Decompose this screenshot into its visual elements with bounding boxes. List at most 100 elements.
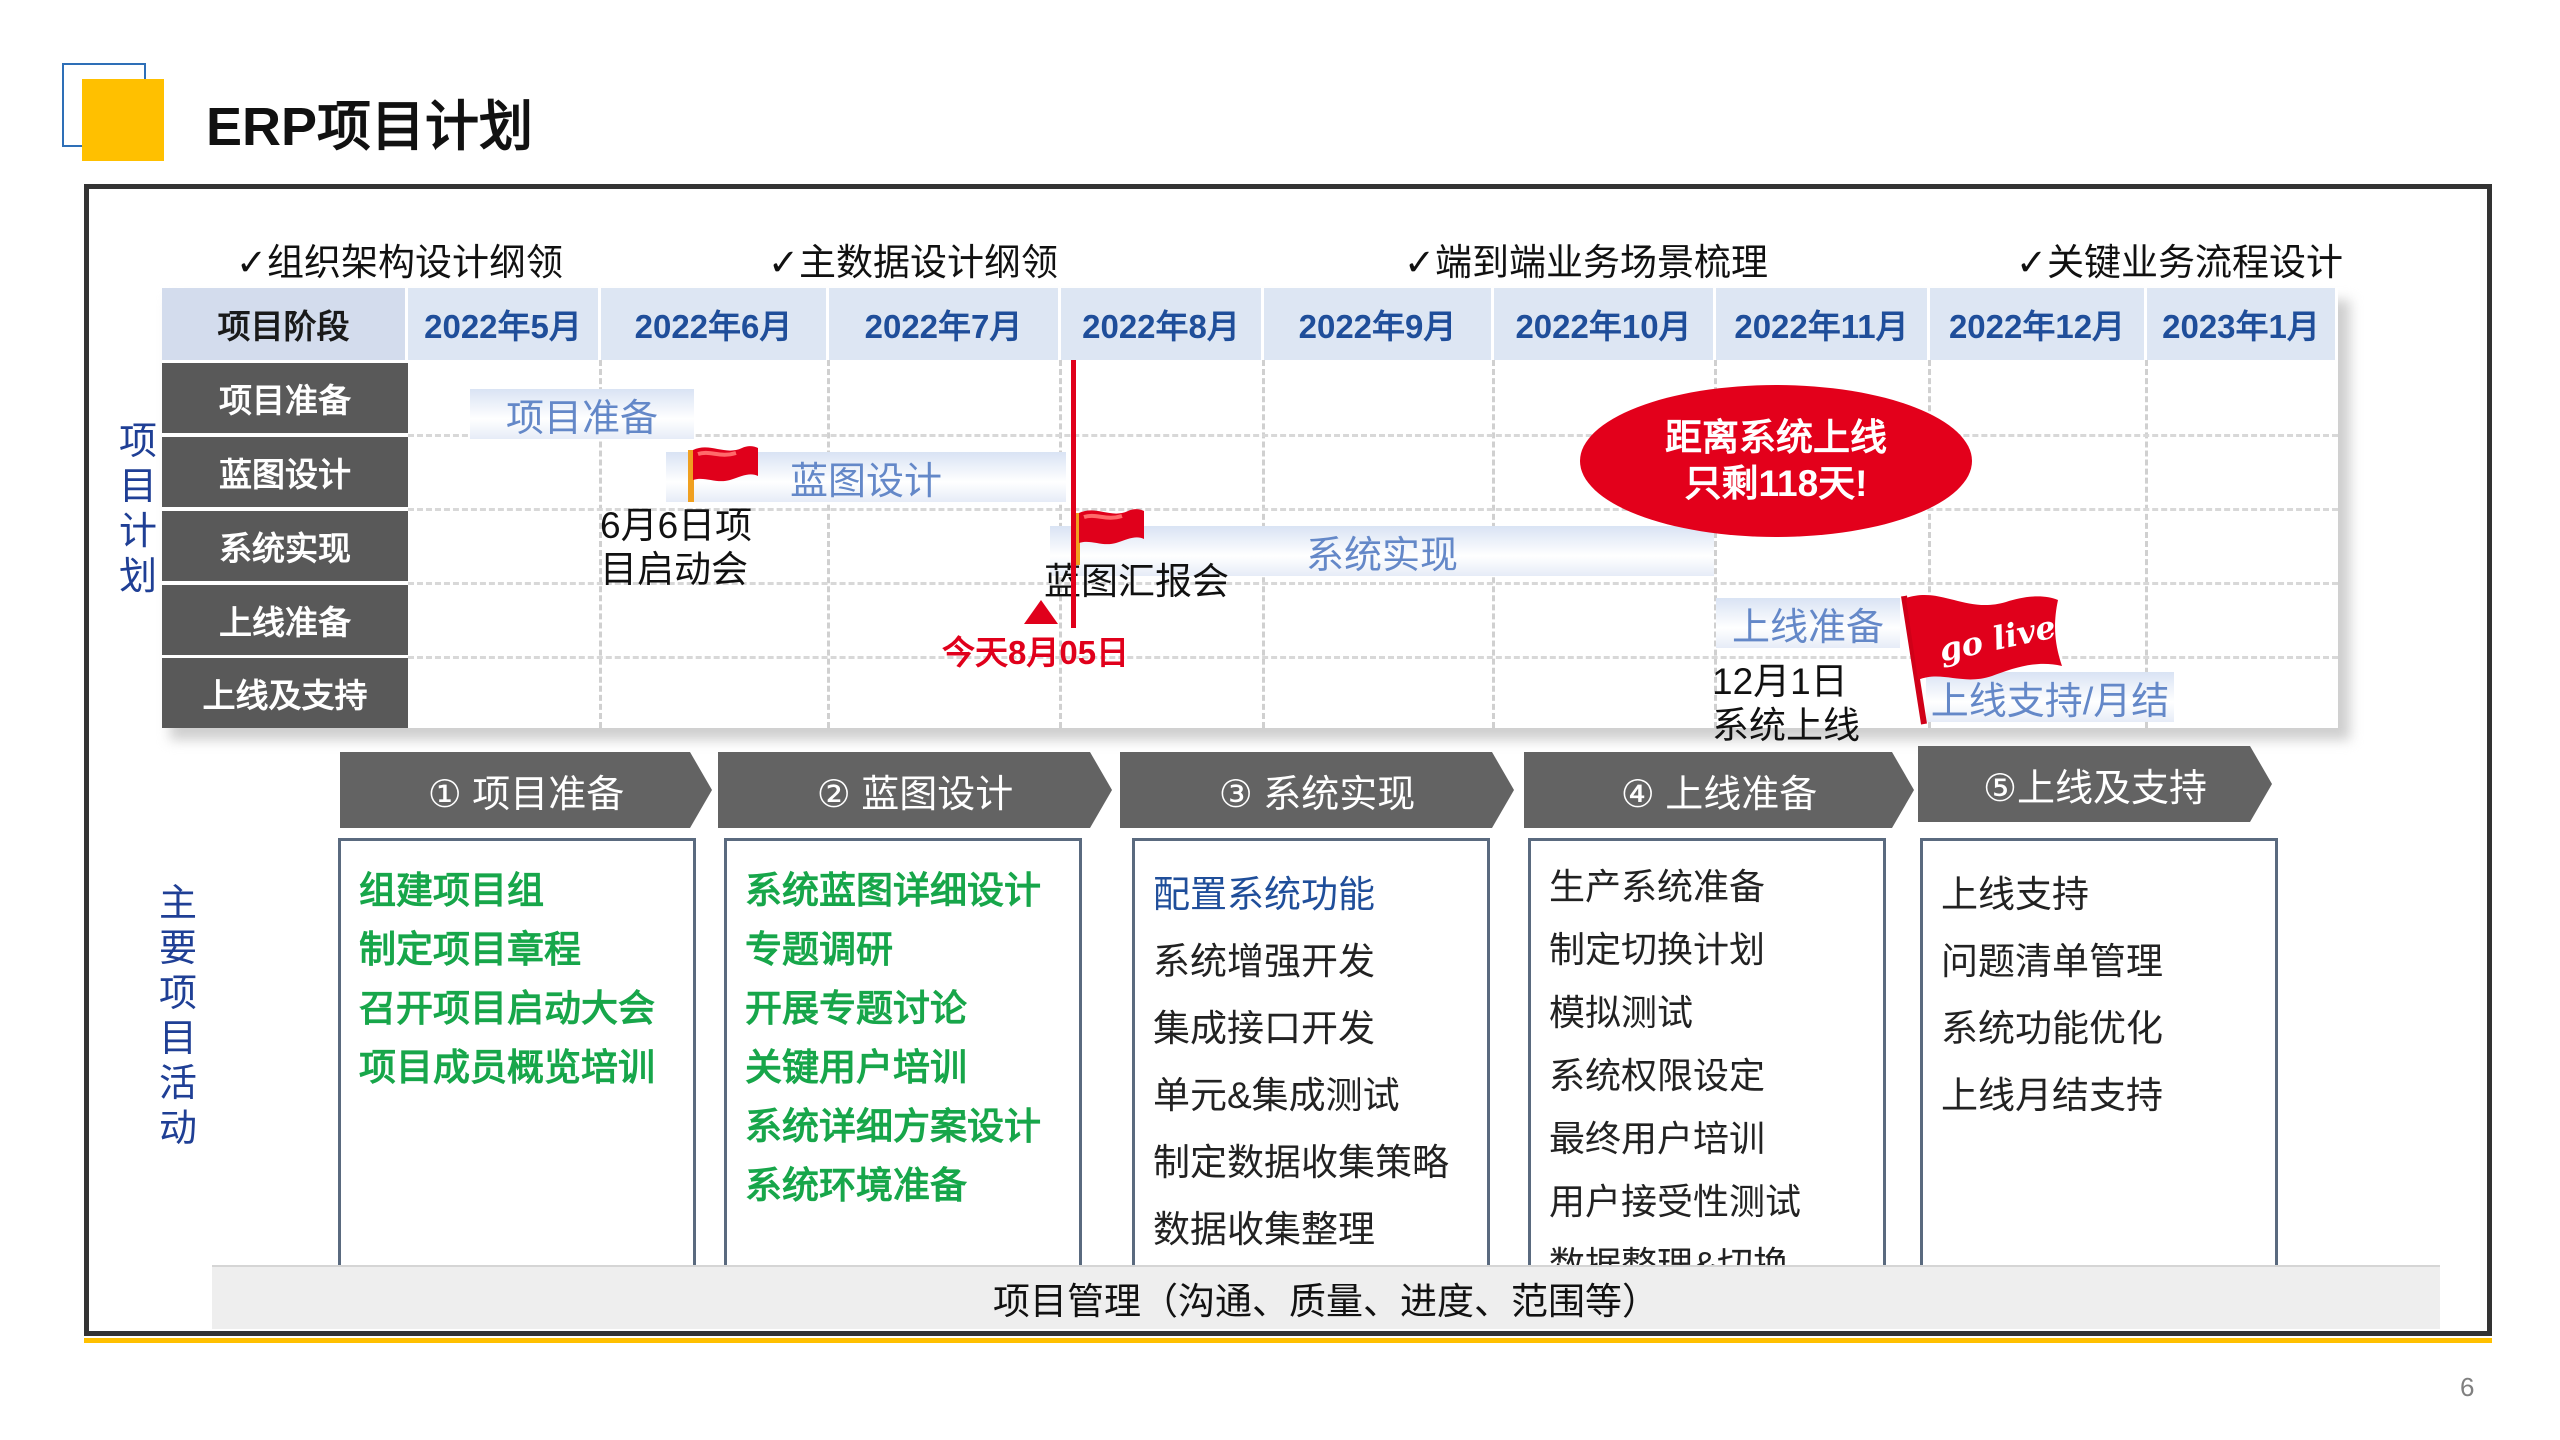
gantt-row-label: 上线准备 xyxy=(162,585,408,655)
gantt-month-header: 2023年1月 xyxy=(2147,288,2338,360)
gantt-grid-line xyxy=(408,656,2338,659)
activity-item: 数据整理&切换 xyxy=(1549,1244,1790,1268)
event-note-line: 6月6日项 xyxy=(600,505,753,546)
gantt-row-label: 上线及支持 xyxy=(162,658,408,728)
activity-item: 系统环境准备 xyxy=(745,1165,967,1206)
gantt-header-label: 项目阶段 xyxy=(162,288,408,360)
milestone-note: ✓组织架构设计纲领 xyxy=(236,242,564,283)
activity-item: 开展专题讨论 xyxy=(745,988,967,1029)
milestone-note: ✓主数据设计纲领 xyxy=(768,242,1059,283)
side-label-char: 动 xyxy=(158,1108,197,1150)
activity-item: 用户接受性测试 xyxy=(1549,1181,1802,1222)
activity-item: 制定项目章程 xyxy=(359,929,581,970)
activity-item: 集成接口开发 xyxy=(1153,1008,1375,1049)
activity-item: 系统详细方案设计 xyxy=(745,1106,1041,1147)
phase-chevron-blueprint: ② 蓝图设计 xyxy=(718,752,1112,828)
activity-item: 最终用户培训 xyxy=(1549,1118,1766,1159)
activity-item: 系统蓝图详细设计 xyxy=(745,870,1041,911)
activity-item: 配置系统功能 xyxy=(1153,874,1375,915)
activity-item: 问题清单管理 xyxy=(1941,941,2163,982)
today-marker-label: 今天8月05日 xyxy=(942,634,1130,671)
gantt-bar-go-live-support: 上线支持/月结 xyxy=(1926,672,2174,723)
gantt-month-header: 2022年5月 xyxy=(408,288,601,360)
activity-item: 上线支持 xyxy=(1941,874,2089,915)
side-label-char: 项 xyxy=(118,421,157,463)
gantt-grid-line xyxy=(827,360,830,728)
event-note-go-live: 12月1日 系统上线 xyxy=(1712,660,1860,748)
gantt-month-header: 2022年10月 xyxy=(1494,288,1716,360)
page-title: ERP项目计划 xyxy=(206,97,534,157)
activity-item: 系统增强开发 xyxy=(1153,941,1375,982)
activity-item: 生产系统准备 xyxy=(1549,866,1766,907)
gantt-month-header: 2022年6月 xyxy=(601,288,829,360)
today-marker-arrow xyxy=(1024,600,1058,624)
gantt-row-label: 项目准备 xyxy=(162,363,408,433)
page-number: 6 xyxy=(2460,1372,2475,1402)
go-live-countdown-badge: 距离系统上线 只剩118天! xyxy=(1580,385,1972,537)
activity-item: 制定数据收集策略 xyxy=(1153,1142,1449,1183)
activity-item: 系统功能优化 xyxy=(1941,1008,2163,1049)
gantt-bar-project-prep: 项目准备 xyxy=(470,389,694,440)
side-label-char: 活 xyxy=(158,1063,197,1105)
phase-chevron-realization: ③ 系统实现 xyxy=(1120,752,1514,828)
gantt-grid-line xyxy=(408,434,2338,437)
phase-chevron-go-live-prep: ④ 上线准备 xyxy=(1524,752,1914,828)
side-label-plan: 项 目 计 划 xyxy=(114,420,162,600)
gantt-bar-realization: 系统实现 xyxy=(1050,526,1714,577)
phase-chevron-go-live-support: ⑤上线及支持 xyxy=(1918,746,2272,822)
activity-item: 系统权限设定 xyxy=(1549,1055,1766,1096)
countdown-line: 只剩118天! xyxy=(1684,463,1868,504)
activity-item: 组建项目组 xyxy=(359,870,544,911)
gantt-grid-line xyxy=(408,582,2338,585)
project-management-bar: 项目管理（沟通、质量、进度、范围等） xyxy=(212,1265,2440,1329)
side-label-char: 划 xyxy=(118,556,157,598)
activity-box-blueprint: 系统蓝图详细设计 专题调研 开展专题讨论 关键用户培训 系统详细方案设计 系统环… xyxy=(724,838,1082,1268)
gantt-row-label: 系统实现 xyxy=(162,511,408,581)
event-note-line: 12月1日 xyxy=(1712,661,1848,702)
content-frame xyxy=(84,184,2492,1336)
gantt-month-header: 2022年9月 xyxy=(1264,288,1494,360)
activity-item: 专题调研 xyxy=(745,929,893,970)
event-note-line: 系统上线 xyxy=(1712,705,1860,746)
activity-item: 召开项目启动大会 xyxy=(359,988,655,1029)
gantt-month-header: 2022年12月 xyxy=(1930,288,2147,360)
event-note-kickoff: 6月6日项 目启动会 xyxy=(600,504,752,592)
activity-item: 制定切换计划 xyxy=(1549,929,1766,970)
activity-box-go-live-prep: 生产系统准备 制定切换计划 模拟测试 系统权限设定 最终用户培训 用户接受性测试… xyxy=(1528,838,1886,1268)
activity-box-realization: 配置系统功能 系统增强开发 集成接口开发 单元&集成测试 制定数据收集策略 数据… xyxy=(1132,838,1490,1268)
side-label-activities: 主 要 项 目 活 动 xyxy=(154,882,202,1152)
title-accent-square xyxy=(82,79,164,161)
activity-item: 上线月结支持 xyxy=(1941,1075,2163,1116)
activity-item: 单元&集成测试 xyxy=(1153,1075,1400,1116)
gantt-grid-line xyxy=(1714,360,1717,728)
gantt-grid-line xyxy=(2145,360,2148,728)
side-label-char: 目 xyxy=(118,466,157,508)
milestone-note: ✓端到端业务场景梳理 xyxy=(1404,242,1769,283)
activity-item: 关键用户培训 xyxy=(745,1047,967,1088)
milestone-note: ✓关键业务流程设计 xyxy=(2016,242,2344,283)
frame-underline xyxy=(84,1338,2492,1343)
activity-item: 数据收集整理 xyxy=(1153,1209,1375,1250)
red-flag-icon xyxy=(688,446,758,502)
activity-box-go-live-support: 上线支持 问题清单管理 系统功能优化 上线月结支持 xyxy=(1920,838,2278,1268)
side-label-char: 要 xyxy=(158,928,197,970)
gantt-grid-line xyxy=(1928,360,1931,728)
activity-item: 项目成员概览培训 xyxy=(359,1047,655,1088)
gantt-bar-go-live-prep: 上线准备 xyxy=(1716,598,1900,649)
gantt-grid-line xyxy=(599,360,602,728)
gantt-row-label: 蓝图设计 xyxy=(162,437,408,507)
today-marker-line xyxy=(1071,360,1076,628)
side-label-char: 主 xyxy=(158,883,197,925)
gantt-month-header: 2022年7月 xyxy=(829,288,1061,360)
go-live-flag-icon: go live! xyxy=(1901,594,2068,725)
gantt-month-header: 2022年8月 xyxy=(1061,288,1264,360)
gantt-month-header: 2022年11月 xyxy=(1716,288,1930,360)
side-label-char: 计 xyxy=(118,511,157,553)
event-note-line: 目启动会 xyxy=(600,549,748,590)
gantt-grid-line xyxy=(408,508,2338,511)
phase-chevron-project-prep: ① 项目准备 xyxy=(340,752,712,828)
side-label-char: 项 xyxy=(158,973,197,1015)
countdown-line: 距离系统上线 xyxy=(1665,417,1887,458)
activity-item: 模拟测试 xyxy=(1549,992,1694,1033)
activity-box-project-prep: 组建项目组 制定项目章程 召开项目启动大会 项目成员概览培训 xyxy=(338,838,696,1268)
